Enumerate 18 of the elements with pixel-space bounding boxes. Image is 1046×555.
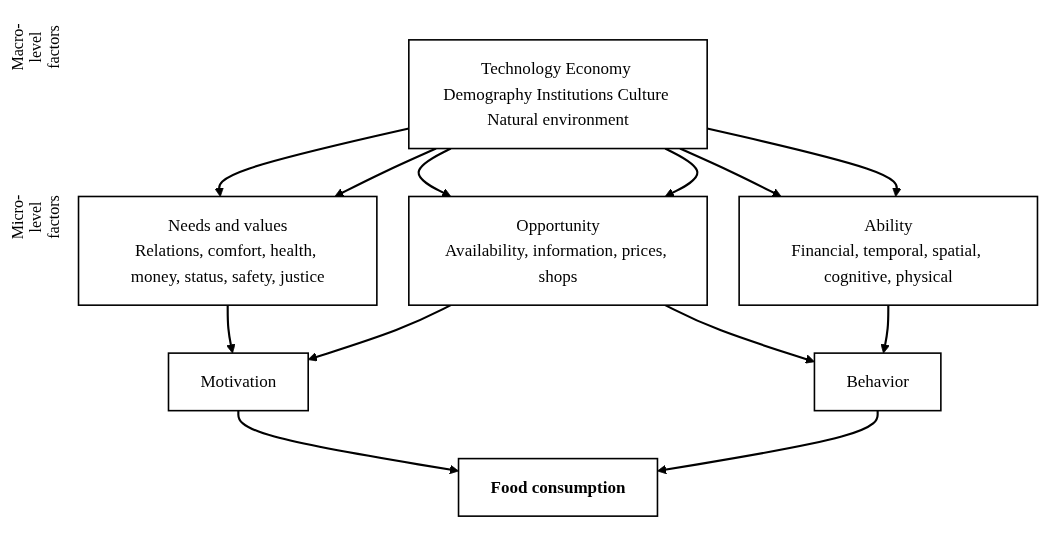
arrow	[664, 303, 815, 364]
arrow	[679, 147, 782, 197]
arrow	[334, 147, 437, 197]
axis-label: Micro-level factors	[9, 193, 63, 242]
arrow	[237, 410, 459, 474]
arrow	[880, 304, 890, 354]
arrow	[417, 147, 452, 197]
node-box: Behavior	[813, 351, 942, 411]
node-box: Motivation	[167, 351, 309, 411]
node-box: Food consumption	[457, 457, 659, 517]
node-box: Opportunity Availability, information, prices, shops	[408, 195, 708, 306]
axis-label: Macro-level factors	[9, 22, 63, 73]
arrow	[657, 410, 879, 474]
arrow	[664, 147, 699, 197]
node-box: Needs and values Relations, comfort, health, money, status, safety, justice	[77, 195, 378, 306]
node-box: Ability Financial, temporal, spatial, cognitive, physical	[738, 195, 1039, 306]
node-box: Technology Economy Demography Institutions Culture Natural environment	[408, 38, 708, 149]
arrow	[226, 304, 236, 354]
